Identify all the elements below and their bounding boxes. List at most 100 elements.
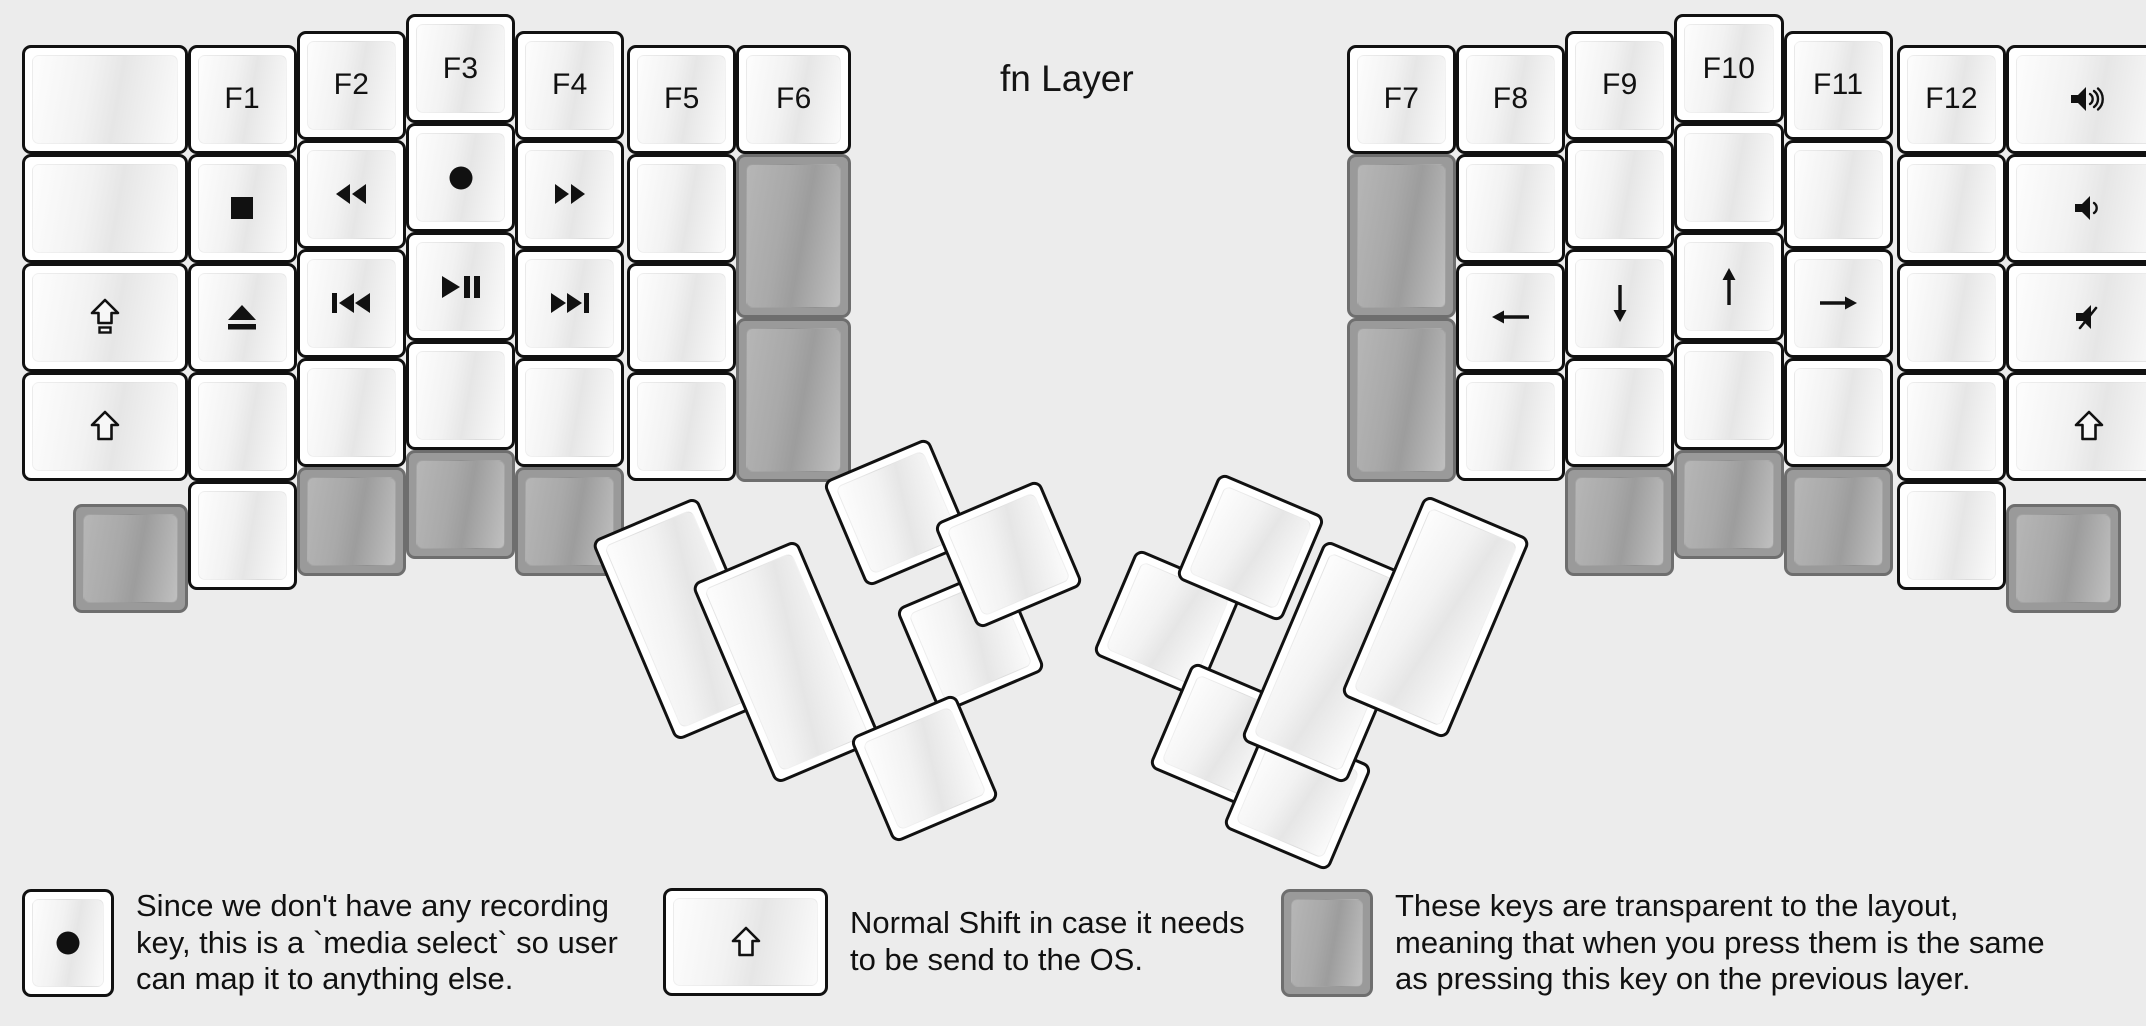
shift-icon <box>2017 383 2146 470</box>
keycap-surface <box>525 476 615 566</box>
key-l6-r3[interactable] <box>627 262 737 372</box>
key-label: F4 <box>551 68 588 102</box>
fast-forward-icon <box>526 151 613 238</box>
key-r4-r3[interactable] <box>1674 232 1784 341</box>
key-l3-r5[interactable] <box>296 466 406 576</box>
key-r6-r1[interactable]: F12 <box>1897 44 2007 154</box>
keycap-surface <box>746 163 842 308</box>
key-r5-r5[interactable] <box>1783 466 1893 576</box>
key-l3-r1[interactable]: F2 <box>296 30 406 140</box>
key-l6-r2[interactable] <box>627 153 737 263</box>
key-l4-r5[interactable] <box>406 450 516 559</box>
legend-sample-key-record-note <box>22 888 114 997</box>
key-label: F5 <box>663 82 700 116</box>
key-r3-r4[interactable] <box>1565 357 1675 467</box>
key-r3-r1[interactable]: F9 <box>1565 30 1675 140</box>
key-l3-r2[interactable] <box>296 139 406 249</box>
next-track-icon <box>526 260 613 347</box>
key-label: F12 <box>1925 82 1978 116</box>
key-l2-r1[interactable]: F1 <box>187 44 297 154</box>
key-r2-r2[interactable] <box>1456 153 1566 263</box>
key-r4-r1[interactable]: F10 <box>1674 14 1784 123</box>
key-l4-r4[interactable] <box>406 341 516 450</box>
key-l4-r1[interactable]: F3 <box>406 14 516 123</box>
key-l3-r3[interactable] <box>296 248 406 358</box>
key-l1-r5[interactable] <box>72 504 188 613</box>
arrow-up-icon <box>1685 243 1772 330</box>
key-r4-r2[interactable] <box>1674 123 1784 232</box>
key-r1-r3[interactable] <box>1346 317 1456 482</box>
keycap-surface <box>1466 272 1556 362</box>
key-r6-r5[interactable] <box>1897 480 2007 590</box>
key-r3-r3[interactable] <box>1565 248 1675 358</box>
key-l4-r2[interactable] <box>406 123 516 232</box>
key-l3-r4[interactable] <box>296 357 406 467</box>
key-r4-r4[interactable] <box>1674 341 1784 450</box>
blank <box>1795 151 1882 238</box>
key-l1-r1[interactable] <box>22 44 188 154</box>
key-l4-r3[interactable] <box>406 232 516 341</box>
keycap-surface: F8 <box>1466 54 1556 144</box>
key-r5-r4[interactable] <box>1783 357 1893 467</box>
key-r7-r3[interactable] <box>2006 262 2146 372</box>
key-r6-r3[interactable] <box>1897 262 2007 372</box>
key-r6-r2[interactable] <box>1897 153 2007 263</box>
key-l7-r3[interactable] <box>736 317 852 482</box>
key-l7-r2[interactable] <box>736 153 852 318</box>
caps-lock-icon <box>33 274 176 361</box>
key-l5-r2[interactable] <box>515 139 625 249</box>
key-r3-r5[interactable] <box>1565 466 1675 576</box>
key-l5-r4[interactable] <box>515 357 625 467</box>
key-r1-r1[interactable]: F7 <box>1346 44 1456 154</box>
keycap-surface <box>525 149 615 239</box>
key-label: F7 <box>1383 82 1420 116</box>
key-r2-r3[interactable] <box>1456 262 1566 372</box>
keycap-surface <box>306 476 396 566</box>
key-r2-r4[interactable] <box>1456 371 1566 481</box>
key-l5-r5[interactable] <box>515 466 625 576</box>
key-l7-r1[interactable]: F6 <box>736 44 852 154</box>
key-l5-r3[interactable] <box>515 248 625 358</box>
key-r5-r3[interactable] <box>1783 248 1893 358</box>
key-l5-r1[interactable]: F4 <box>515 30 625 140</box>
key-l1-r4[interactable] <box>22 371 188 481</box>
keycap-surface <box>2016 381 2146 471</box>
page-title: fn Layer <box>1000 58 1134 99</box>
key-r4-r5[interactable] <box>1674 450 1784 559</box>
blank <box>1685 461 1772 548</box>
key-r3-r2[interactable] <box>1565 139 1675 249</box>
keycap-surface <box>1466 163 1556 253</box>
key-l6-r1[interactable]: F5 <box>627 44 737 154</box>
blank <box>638 165 725 252</box>
key-r7-r4[interactable] <box>2006 371 2146 481</box>
key-l1-r2[interactable] <box>22 153 188 263</box>
key-l2-r4[interactable] <box>187 371 297 481</box>
blank <box>638 274 725 361</box>
key-l6-r4[interactable] <box>627 371 737 481</box>
legend-text-shift-note: Normal Shift in case it needs to be send… <box>850 905 1245 977</box>
key-l1-r3[interactable] <box>22 262 188 372</box>
keycap-surface <box>416 351 506 440</box>
blank <box>1576 369 1663 456</box>
blank <box>1908 165 1995 252</box>
key-l2-r5[interactable] <box>187 480 297 590</box>
key-label: F2 <box>333 68 370 102</box>
key-r1-r2[interactable] <box>1346 153 1456 318</box>
key-l2-r2[interactable] <box>187 153 297 263</box>
key-r5-r2[interactable] <box>1783 139 1893 249</box>
key-r5-r1[interactable]: F11 <box>1783 30 1893 140</box>
key-r7-r5[interactable] <box>2006 504 2121 613</box>
key-r7-r2[interactable] <box>2006 153 2146 263</box>
volume-mute-icon <box>2017 274 2146 361</box>
blank <box>1467 165 1554 252</box>
key-r2-r1[interactable]: F8 <box>1456 44 1566 154</box>
key-r6-r4[interactable] <box>1897 371 2007 481</box>
blank <box>1908 274 1995 361</box>
rewind-icon <box>308 151 395 238</box>
blank <box>33 56 176 143</box>
key-l2-r3[interactable] <box>187 262 297 372</box>
legend-item-record-note: Since we don't have any recording key, t… <box>22 888 618 998</box>
key-r7-r1[interactable] <box>2006 44 2146 154</box>
legend-sample-key-shift-note <box>663 888 828 996</box>
